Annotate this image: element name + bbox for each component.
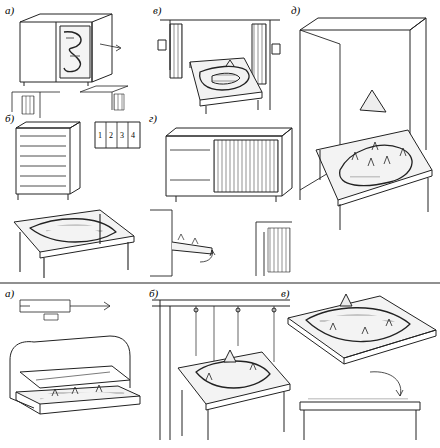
sofa-layout (10, 300, 140, 414)
callout-number: 2 (108, 131, 114, 140)
figure-letter: б) (4, 112, 15, 124)
callout-number: 1 (97, 131, 103, 140)
cabinet-d (300, 18, 432, 230)
callout-number: 3 (119, 131, 125, 140)
cabinet-g (150, 128, 292, 276)
figure-letter: д) (290, 4, 301, 16)
figure-letter: в) (152, 4, 162, 16)
figure-letter: а) (4, 4, 15, 16)
figure-letter: г) (148, 112, 158, 124)
figure-letter: в) (280, 287, 290, 299)
callout-number: 4 (130, 131, 136, 140)
figure-letter: б) (148, 287, 159, 299)
table-layout (288, 294, 436, 440)
room-layout-v (158, 20, 280, 114)
cabinet-a (12, 14, 128, 118)
suspended-layout (152, 300, 290, 440)
chest-b (14, 122, 140, 278)
figure-letter: а) (4, 287, 15, 299)
